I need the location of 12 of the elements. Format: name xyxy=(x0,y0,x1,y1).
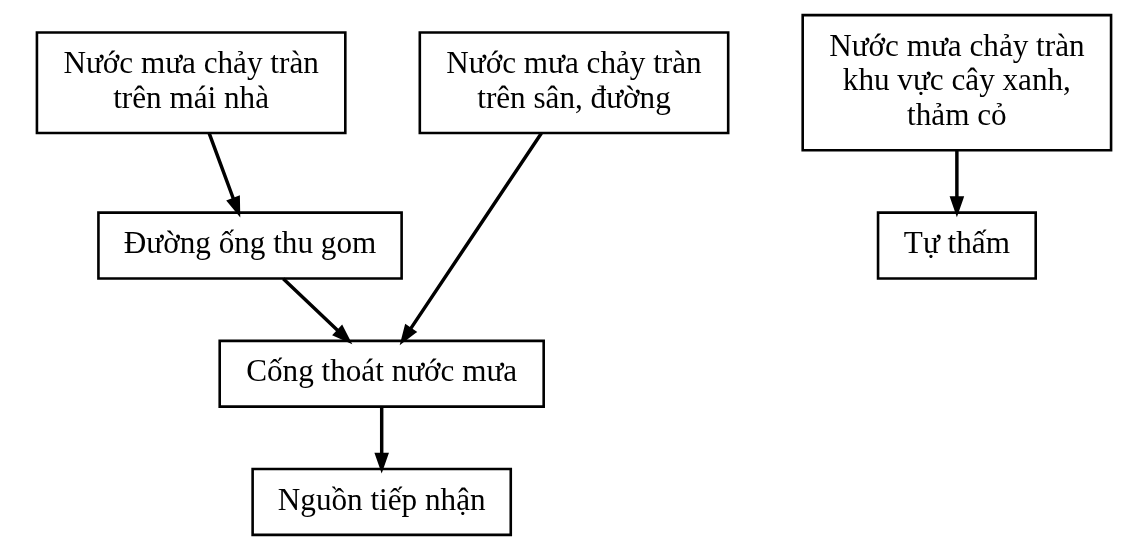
arrow xyxy=(949,150,964,218)
arrow xyxy=(281,277,352,345)
node-box: Nguồn tiếp nhận xyxy=(250,467,512,537)
arrow xyxy=(207,132,240,218)
node-box: Nước mưa chảy tràn trên sân, đường xyxy=(418,31,729,135)
node-box: Tự thấm xyxy=(876,211,1037,280)
node-box: Nước mưa chảy tràn trên mái nhà xyxy=(35,31,347,135)
node-box: Nước mưa chảy tràn khu vực cây xanh, thảm cỏ xyxy=(800,13,1112,152)
arrow xyxy=(373,406,389,474)
arrow xyxy=(399,132,543,346)
node-box: Cống thoát nước mưa xyxy=(217,339,545,408)
node-box: Đường ống thu gom xyxy=(96,211,403,280)
